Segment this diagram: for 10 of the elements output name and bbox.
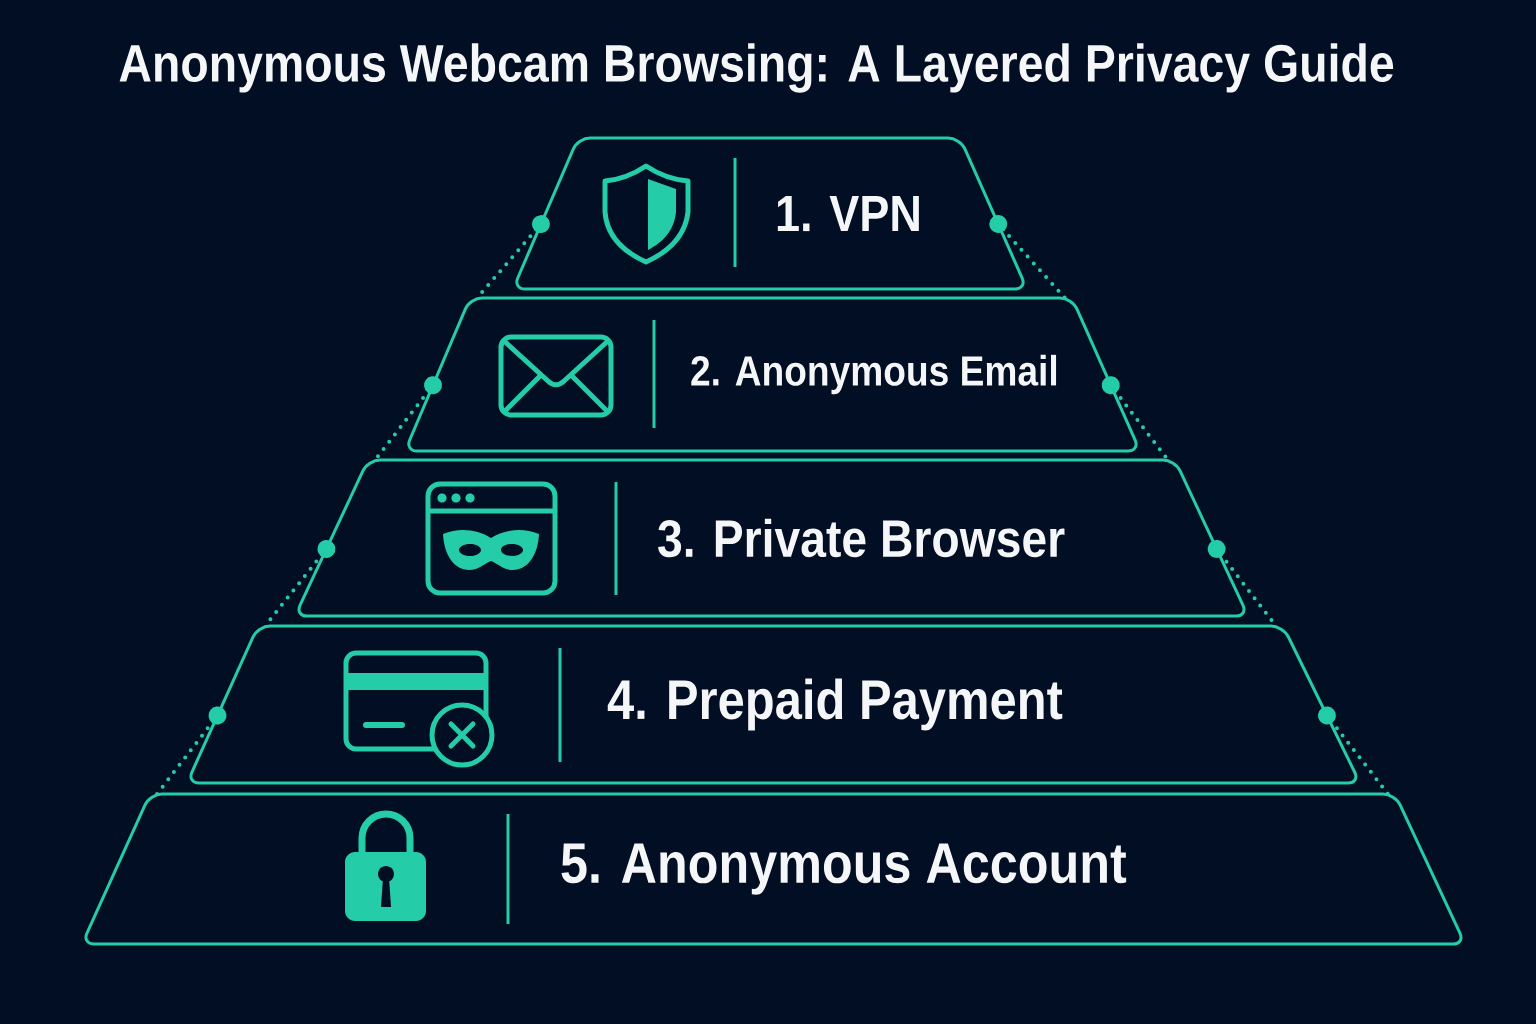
dotted-connector xyxy=(155,706,227,796)
layer-trapezoid: 1. VPN xyxy=(515,136,1025,291)
layer-trapezoid: 2. Anonymous Email xyxy=(407,296,1138,453)
dotted-connector xyxy=(989,215,1067,300)
title: Anonymous Webcam Browsing: A Layered Privacy Guide xyxy=(119,43,1394,93)
layer-trapezoid: 3. Private Browser xyxy=(297,458,1246,618)
dotted-connector xyxy=(1317,706,1390,796)
dotted-connector xyxy=(1101,376,1170,462)
layer-trapezoid: 4. Prepaid Payment xyxy=(189,624,1358,785)
layer-trapezoid: 5. Anonymous Account xyxy=(84,792,1463,946)
